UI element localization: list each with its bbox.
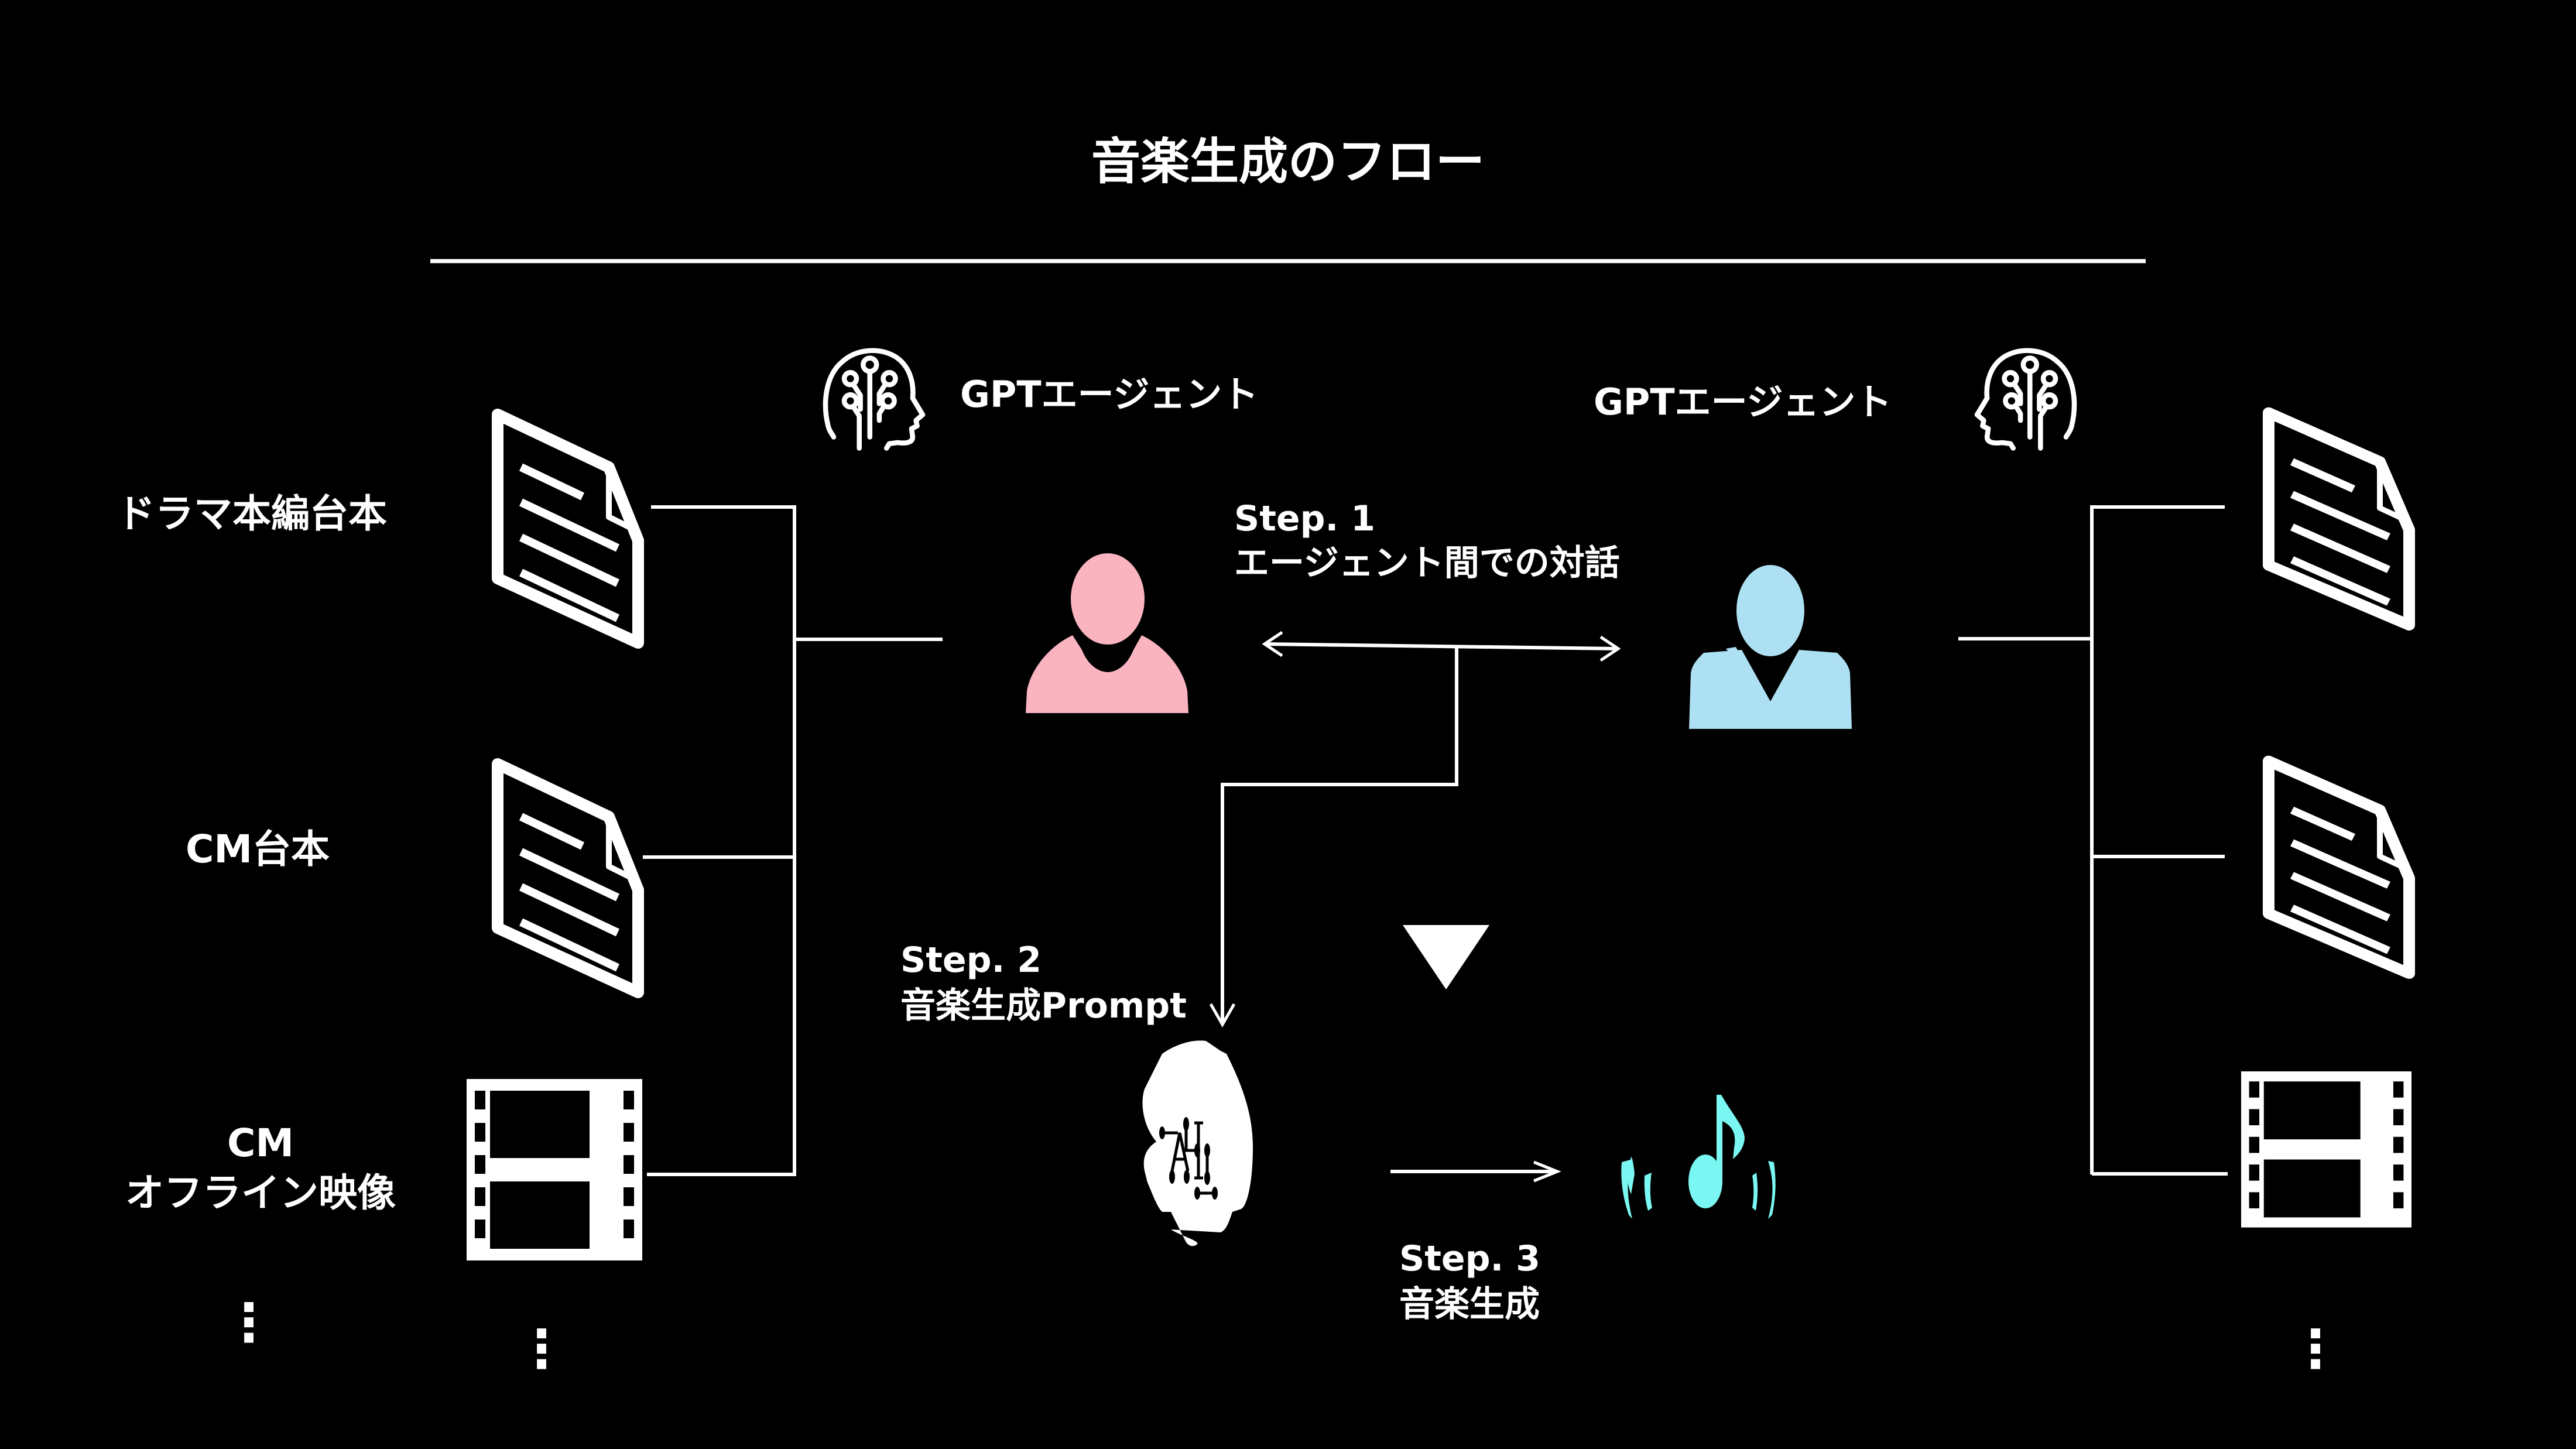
input-label-drama-script: ドラマ本編台本: [117, 491, 387, 536]
step1-number: Step. 1: [1234, 498, 1375, 539]
document-icon: [2269, 413, 2409, 625]
step3-label: 音楽生成: [1399, 1284, 1540, 1325]
step2-label: 音楽生成Prompt: [900, 985, 1187, 1026]
input-label-cm-video-line2: オフライン映像: [125, 1170, 396, 1215]
document-icon: [2269, 761, 2409, 974]
input-label-cm-video-line1: CM: [227, 1121, 294, 1166]
ellipsis-left-labels: ⋮: [222, 1292, 275, 1354]
music-note-icon: [1621, 1095, 1776, 1219]
ai-brain-icon: [1142, 1040, 1253, 1246]
agent-right-label: GPTエージェント: [1594, 381, 1892, 423]
ai-head-icon: [825, 351, 923, 448]
document-icon: [498, 764, 638, 992]
ellipsis-right-icons: ⋮: [2289, 1318, 2342, 1380]
step2-connector-arrow: [1209, 646, 1458, 1028]
female-person-icon: [1026, 553, 1188, 713]
film-icon: [467, 1079, 642, 1260]
ellipsis-left-icons: ⋮: [515, 1318, 568, 1380]
film-icon: [2241, 1071, 2411, 1228]
male-person-icon: [1689, 565, 1852, 729]
down-triangle-icon: [1403, 925, 1489, 989]
step1-label: エージェント間での対話: [1234, 543, 1620, 584]
document-icon: [498, 415, 638, 643]
ai-head-icon: [1977, 351, 2074, 448]
right-connector: [1958, 505, 2228, 1176]
input-label-cm-script: CM台本: [186, 827, 330, 872]
dialogue-double-arrow: [1262, 631, 1621, 662]
agent-left-label: GPTエージェント: [960, 373, 1258, 416]
step3-arrow: [1390, 1160, 1561, 1183]
step2-number: Step. 2: [900, 940, 1042, 981]
left-connector: [643, 505, 943, 1176]
step3-number: Step. 3: [1399, 1238, 1540, 1279]
page-title: 音楽生成のフロー: [1091, 133, 1485, 190]
